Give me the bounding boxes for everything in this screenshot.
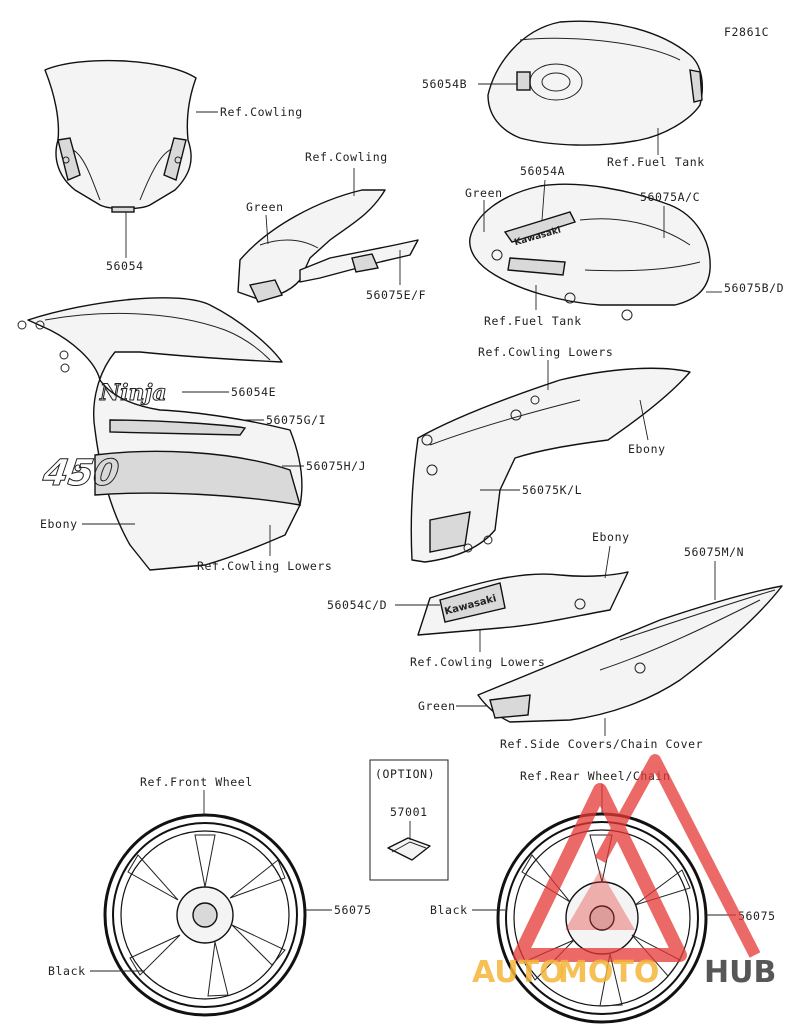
upper-cowling-ref-label: Ref.Cowling: [305, 150, 388, 164]
side-fairing-ebony-label: Ebony: [40, 517, 78, 531]
upper-cowling-green-label: Green: [246, 200, 284, 214]
tail-cover-ref-label: Ref.Side Covers/Chain Cover: [500, 737, 703, 751]
fuel-tank-decal-number: 56054B: [422, 77, 467, 91]
rear-wheel-decal-number: 56075: [738, 909, 776, 923]
svg-text:Ninja: Ninja: [99, 380, 167, 406]
front-wheel-part: [103, 813, 307, 1017]
rear-wheel-ref-label: Ref.Rear Wheel/Chain: [520, 769, 670, 783]
tank-cover-part: Kawasaki: [469, 183, 711, 321]
mid-cowling-decal-number: 56075K/L: [522, 483, 582, 497]
lower-cowling-ref-label: Ref.Cowling Lowers: [410, 655, 545, 669]
option-box: [369, 759, 449, 881]
tail-cover-part: [477, 585, 783, 723]
watermark-logo: [513, 754, 761, 962]
tail-cover-decal-number: 56075M/N: [684, 545, 744, 559]
watermark-text-moto: MOTO: [558, 955, 659, 990]
tank-cover-decal-a: 56054A: [520, 164, 565, 178]
option-part-number: 57001: [390, 805, 428, 819]
svg-text:450: 450: [40, 451, 122, 494]
mid-cowling-ebony-label: Ebony: [628, 442, 666, 456]
lower-cowling-decal-number: 56054C/D: [327, 598, 387, 612]
tank-cover-ref-label: Ref.Fuel Tank: [484, 314, 582, 328]
fuel-tank-ref-label: Ref.Fuel Tank: [607, 155, 705, 169]
tank-cover-green-label: Green: [465, 186, 503, 200]
front-wheel-decal-number: 56075: [334, 903, 372, 917]
figure-code: F2861C: [724, 25, 769, 39]
tank-cover-decal-bd: 56075B/D: [724, 281, 784, 295]
mid-cowling-ref-label: Ref.Cowling Lowers: [478, 345, 613, 359]
fuel-tank-part: [487, 20, 703, 146]
side-fairing-decal-e: 56054E: [231, 385, 276, 399]
front-wheel-black-label: Black: [48, 964, 86, 978]
side-fairing-ref-label: Ref.Cowling Lowers: [197, 559, 332, 573]
tail-cover-green-label: Green: [418, 699, 456, 713]
upper-cowling-part-number: 56075E/F: [366, 288, 426, 302]
upper-cowling-part: [237, 189, 419, 303]
side-fairing-decal-gi: 56075G/I: [266, 413, 326, 427]
front-wheel-ref-label: Ref.Front Wheel: [140, 775, 253, 789]
lower-cowling-part: Kawasaki: [417, 571, 629, 636]
windshield-ref-label: Ref.Cowling: [220, 105, 303, 119]
option-title: (OPTION): [375, 767, 435, 781]
lower-cowling-ebony-label: Ebony: [592, 530, 630, 544]
windshield-part: [44, 59, 197, 213]
watermark-text-auto: AUTO: [472, 955, 565, 990]
watermark-text-hub: HUB: [704, 955, 776, 990]
mid-cowling-part: [410, 367, 691, 563]
side-fairing-decal-hj: 56075H/J: [306, 459, 366, 473]
tank-cover-decal-ac: 56075A/C: [640, 190, 700, 204]
side-fairing-part: Ninja 450: [17, 297, 303, 571]
rear-wheel-black-label: Black: [430, 903, 468, 917]
windshield-part-number: 56054: [106, 259, 144, 273]
